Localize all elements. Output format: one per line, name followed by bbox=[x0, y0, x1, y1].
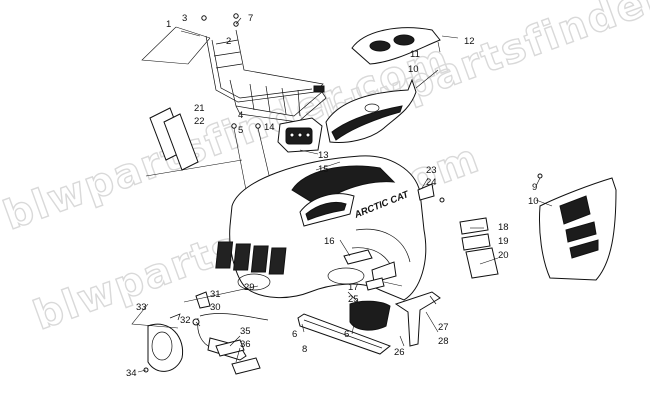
callout-14: 14 bbox=[264, 122, 275, 133]
callout-33: 33 bbox=[136, 302, 147, 313]
callout-2: 2 bbox=[226, 36, 231, 47]
callout-28: 28 bbox=[438, 336, 449, 347]
hood-insert bbox=[343, 249, 385, 291]
callout-16: 16 bbox=[324, 236, 335, 247]
callout-34: 34 bbox=[126, 368, 137, 379]
callout-6-right: 6 bbox=[344, 329, 349, 340]
callout-12: 12 bbox=[464, 36, 475, 47]
front-body-hood: ARCTIC CAT bbox=[215, 155, 427, 301]
callout-labels: 1 2 3 4 5 6 6 7 8 9 10 10 11 12 13 14 15… bbox=[126, 13, 539, 379]
callout-15: 15 bbox=[318, 164, 329, 175]
decals-right bbox=[459, 217, 499, 279]
handlebar-pod bbox=[351, 27, 459, 65]
callout-18: 18 bbox=[498, 222, 509, 233]
callout-19: 19 bbox=[498, 236, 509, 247]
gauge-cluster bbox=[277, 117, 323, 153]
callout-23: 23 bbox=[426, 165, 437, 176]
callout-10-right: 10 bbox=[528, 196, 539, 207]
small-brackets bbox=[215, 339, 261, 375]
callout-26: 26 bbox=[394, 347, 405, 358]
leader-lines bbox=[137, 17, 553, 373]
callout-29: 29 bbox=[244, 282, 255, 293]
side-panel-right bbox=[537, 173, 617, 281]
callout-6-left: 6 bbox=[292, 329, 297, 340]
mount-bracket bbox=[394, 291, 441, 347]
lower-bumper bbox=[297, 313, 392, 355]
callout-5: 5 bbox=[238, 125, 243, 136]
callout-1: 1 bbox=[166, 19, 171, 30]
callout-31: 31 bbox=[210, 289, 221, 300]
decals-left bbox=[145, 107, 243, 177]
callout-17: 17 bbox=[348, 282, 359, 293]
head-lamp bbox=[131, 303, 184, 373]
splash-guard bbox=[349, 261, 397, 331]
callout-11: 11 bbox=[410, 49, 420, 60]
callout-20: 20 bbox=[498, 250, 509, 261]
callout-21: 21 bbox=[194, 103, 205, 114]
callout-25: 25 bbox=[348, 294, 359, 305]
callout-32: 32 bbox=[180, 315, 191, 326]
callout-7: 7 bbox=[248, 13, 253, 24]
callout-30: 30 bbox=[210, 302, 221, 313]
callout-36: 36 bbox=[240, 339, 251, 350]
screws bbox=[231, 123, 273, 191]
callout-3: 3 bbox=[182, 13, 187, 24]
callout-8: 8 bbox=[302, 344, 307, 355]
callout-4: 4 bbox=[238, 110, 243, 121]
callout-10-upper: 10 bbox=[408, 64, 419, 75]
callout-35: 35 bbox=[240, 326, 251, 337]
callout-24: 24 bbox=[426, 177, 437, 188]
instrument-bezel bbox=[325, 78, 417, 143]
callout-27: 27 bbox=[438, 322, 449, 333]
callout-22: 22 bbox=[194, 116, 205, 127]
callout-9: 9 bbox=[532, 182, 537, 193]
callout-13: 13 bbox=[318, 150, 329, 161]
bracket-23 bbox=[417, 183, 445, 203]
